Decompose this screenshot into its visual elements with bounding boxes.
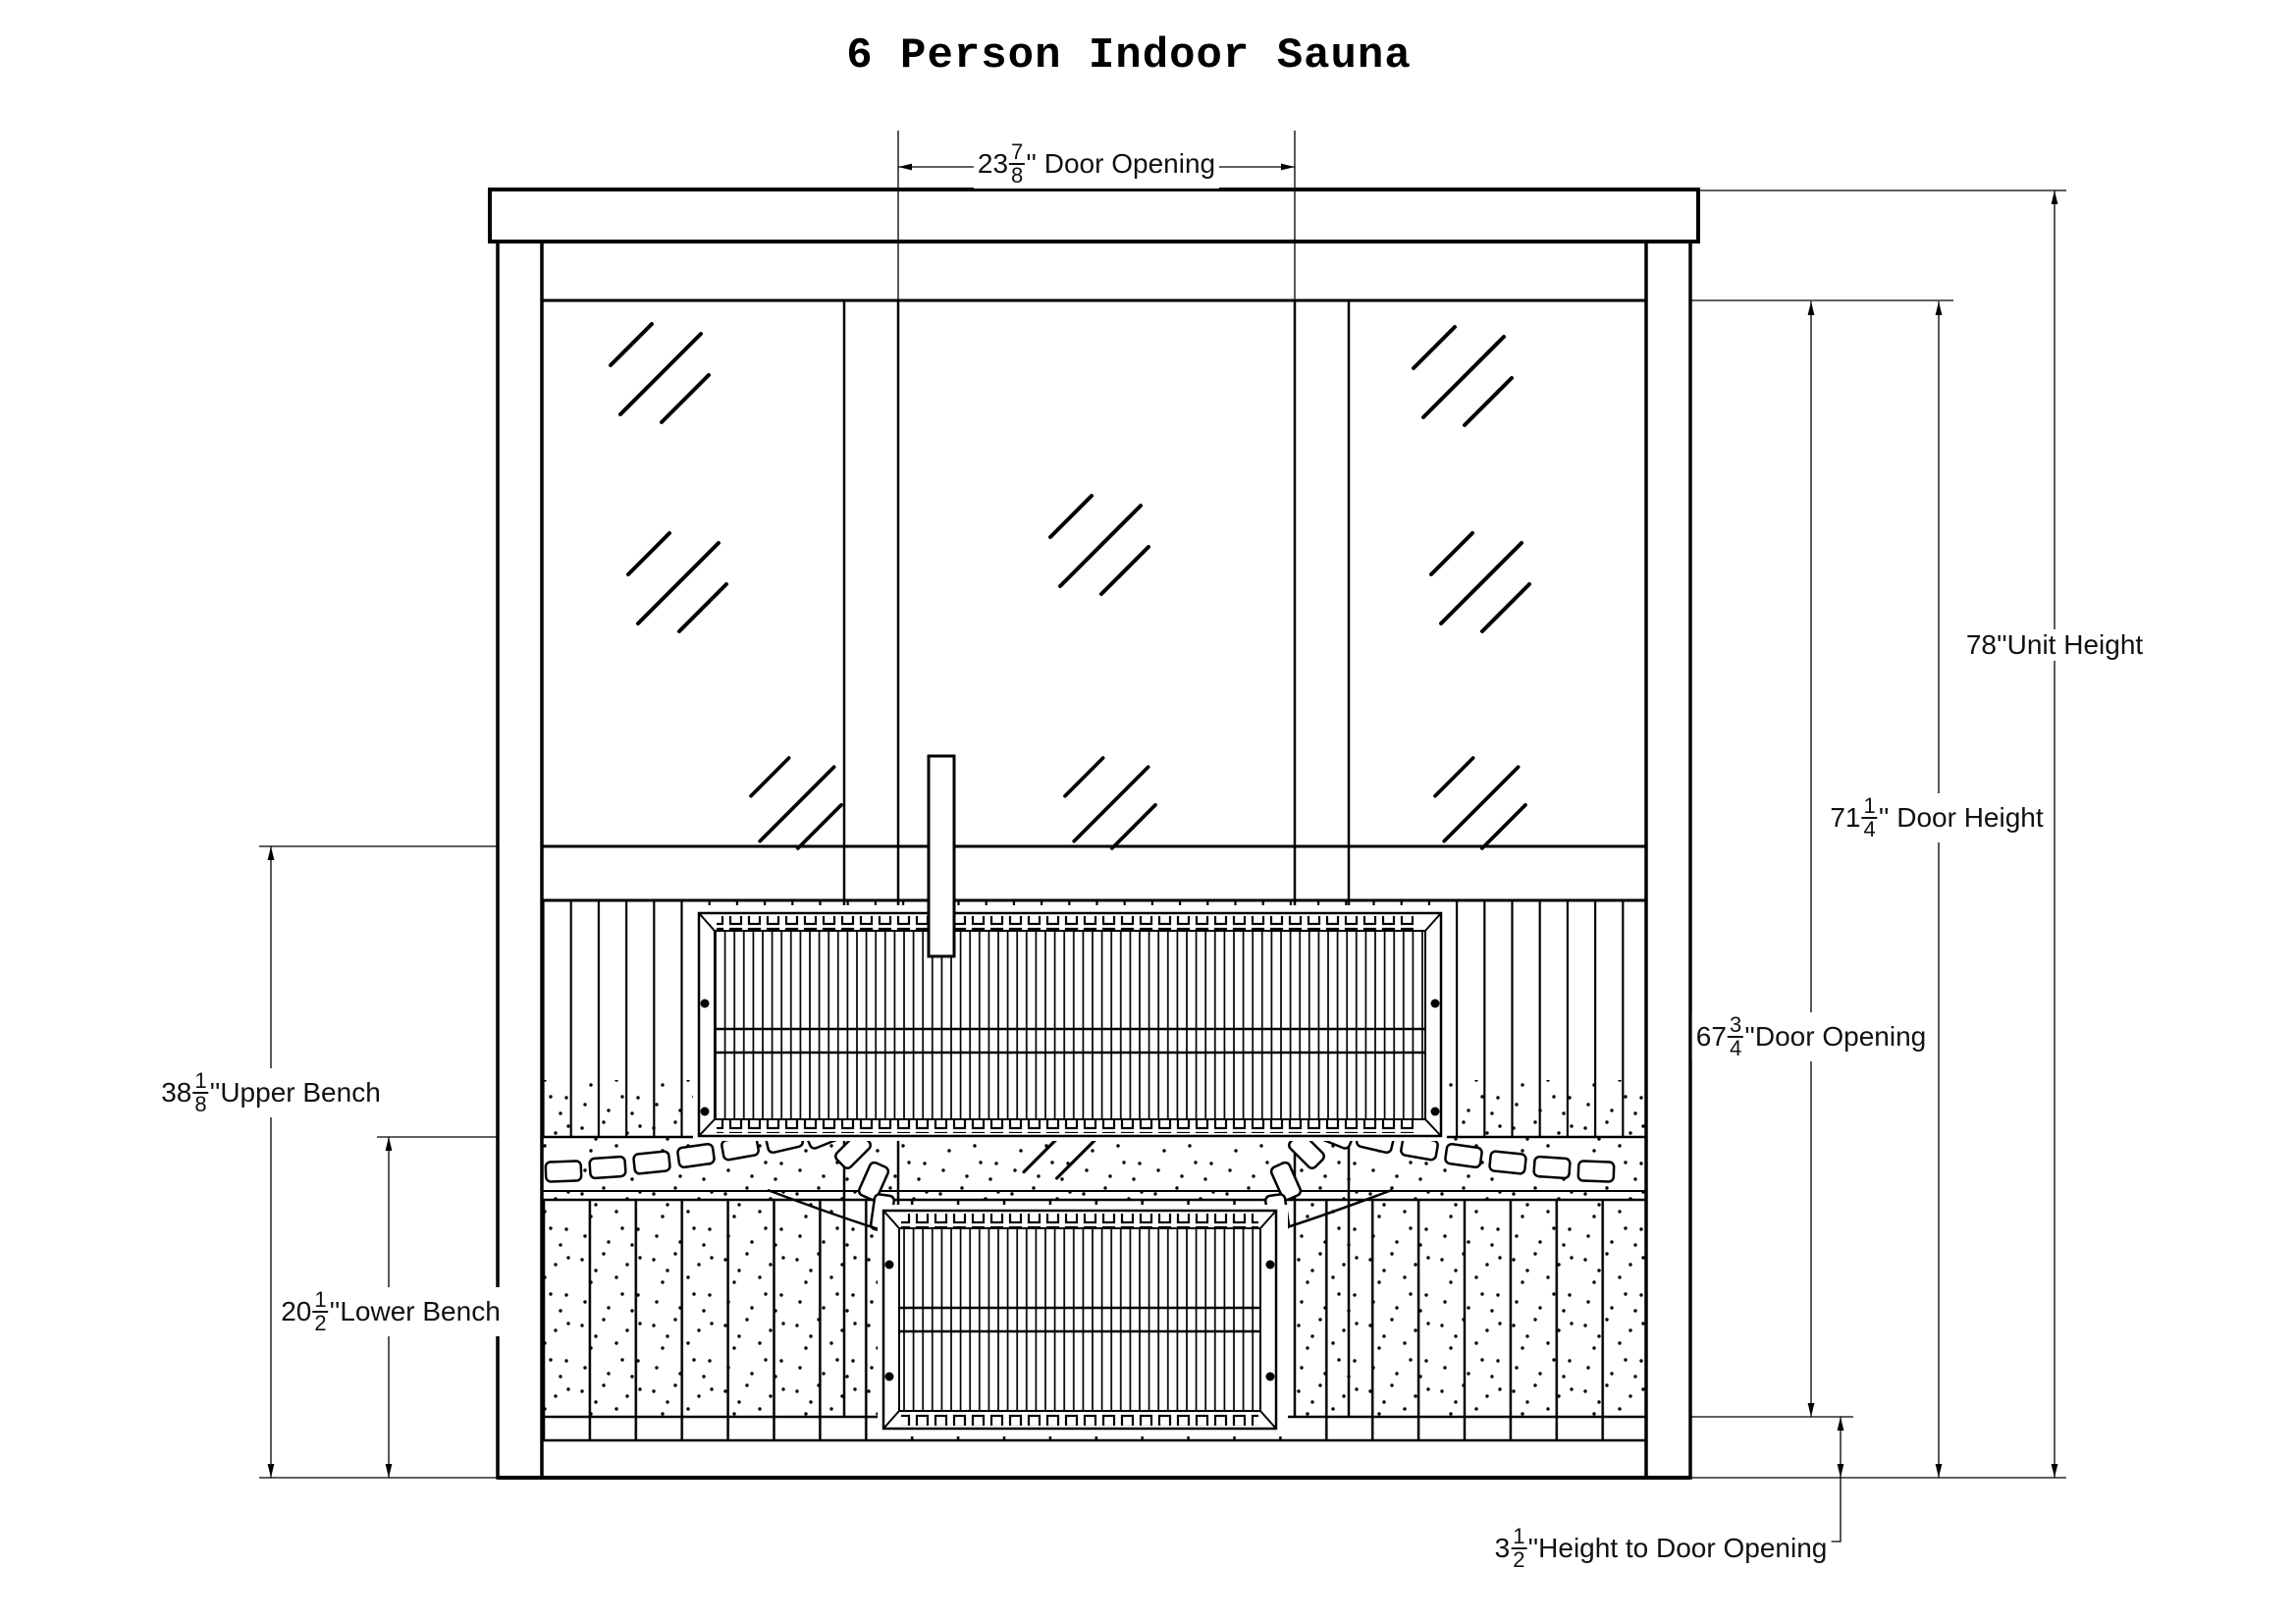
lower-heater-panel	[878, 1205, 1288, 1436]
cornice	[488, 188, 1700, 243]
dim-label-unit-height: 78''Unit Height	[1961, 629, 2148, 661]
drawing-title: 6 Person Indoor Sauna	[846, 31, 1412, 81]
cabin-frame	[488, 188, 1700, 1480]
side-post-right	[1644, 240, 1692, 1480]
upper-heater-panel	[693, 905, 1447, 1141]
door-handle	[927, 754, 956, 958]
dimension-lines	[259, 131, 2066, 1542]
